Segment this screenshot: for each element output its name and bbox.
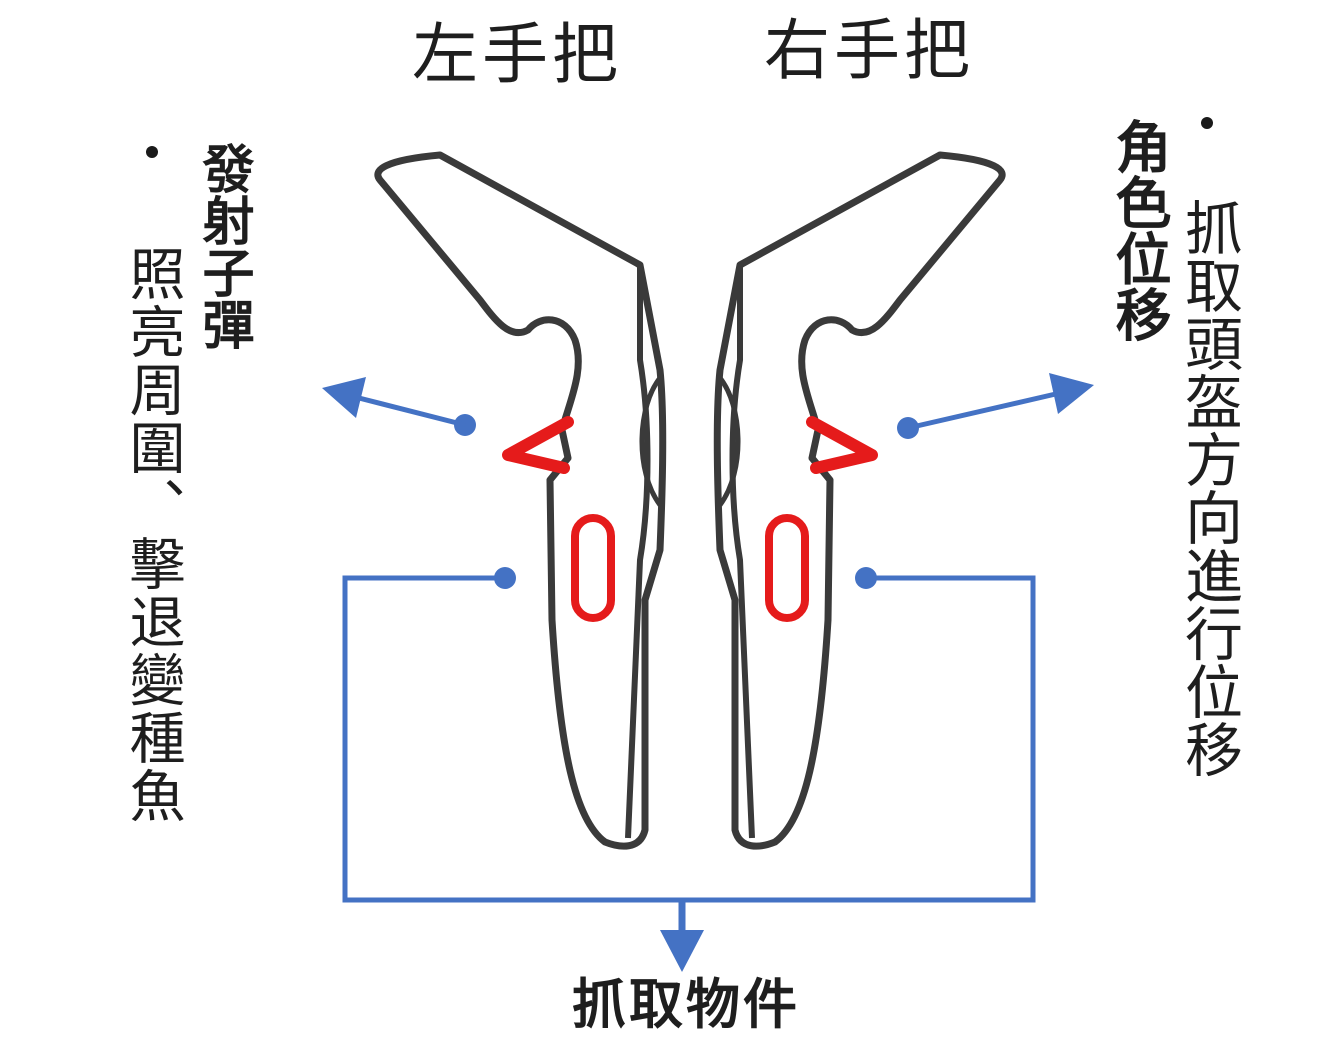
left-action-description: 照亮周圍、擊退變種魚: [120, 245, 185, 825]
right-controller-title: 右手把: [764, 12, 974, 89]
right-trigger-button: [806, 416, 878, 474]
right-action-title: 角色位移: [1106, 118, 1171, 342]
left-grip-button: [571, 514, 615, 622]
right-action-description: 抓取頭盔方向進行位移: [1175, 198, 1243, 778]
right-trigger-arrow: [897, 373, 1094, 439]
left-action-title: 發射子彈: [193, 142, 253, 350]
left-bullet: [146, 146, 158, 158]
grip-connector-arrow: [342, 567, 1036, 972]
right-grip-button: [765, 514, 809, 622]
grab-object-label: 抓取物件: [572, 973, 800, 1036]
right-controller: [717, 155, 1002, 846]
left-controller-title: 左手把: [412, 16, 622, 93]
left-trigger-button: [502, 416, 574, 474]
left-trigger-arrow: [322, 377, 476, 436]
left-controller: [378, 155, 663, 846]
right-bullet: [1201, 117, 1213, 129]
